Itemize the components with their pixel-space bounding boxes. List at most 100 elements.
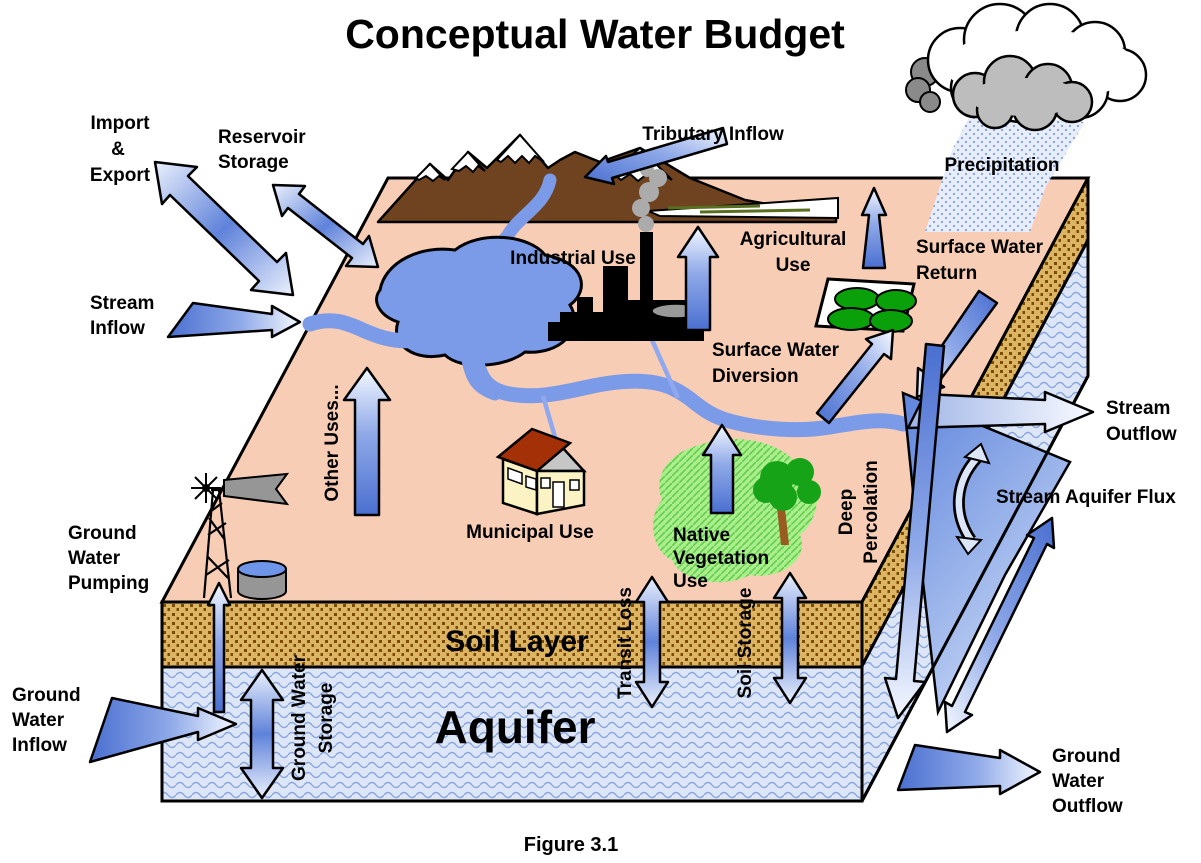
svg-text:Export: Export [90,165,151,186]
svg-text:Use: Use [776,255,811,276]
factory-chimney [640,232,653,312]
svg-text:Agricultural: Agricultural [740,229,847,250]
svg-text:Storage: Storage [218,152,289,173]
label-transit-loss: Transit Loss [615,587,636,699]
label-surface-water-return: Surface Water Return [916,237,1044,284]
house-roof [495,427,573,473]
house-window [540,477,551,489]
agricultural-field [814,277,917,333]
label-soil-storage: Soil Storage [735,588,756,699]
smoke-puff [638,216,654,232]
fan-vegetation-streaks [667,204,811,214]
factory [548,163,704,341]
snowcap [414,162,446,183]
label-precipitation: Precipitation [944,155,1059,176]
svg-text:Vegetation: Vegetation [673,548,769,569]
svg-text:Outflow: Outflow [1106,424,1177,445]
ground-water-outflow-arrow [896,743,1042,796]
soil-storage-arrow [772,571,808,705]
transit-loss-arrow [634,575,670,709]
house-window [525,474,537,492]
label-soil-layer: Soil Layer [445,625,589,658]
stream-aquifer-flux-arrow [953,442,991,556]
label-stream-inflow: Stream Inflow [90,293,154,339]
smoke-puff [632,199,650,217]
svg-text:Water: Water [68,548,121,569]
svg-text:Deep: Deep [836,489,857,535]
native-vegetation [653,439,821,583]
rainfall [925,112,1085,232]
svg-text:Return: Return [916,263,977,284]
ground-water-inflow-arrow [88,696,238,764]
municipal-supply-line [540,395,560,445]
smoke-puff [649,169,667,187]
tributary-inflow-arrow [583,126,729,186]
dark-cloud-puff [919,91,941,113]
label-surface-water-diversion: Surface Water Diversion [712,340,840,387]
crop-circle [827,307,875,331]
block-right-bottom-edge [860,375,1090,802]
ground-water-storage-arrow [239,668,285,800]
label-aquifer: Aquifer [435,701,596,753]
label-stream-aquifer-flux: Stream Aquifer Flux [996,487,1176,508]
crop-circle [834,287,880,311]
label-deep-percolation: Deep Percolation [836,460,882,563]
svg-text:Inflow: Inflow [90,318,145,339]
label-ground-water-inflow: Ground Water Inflow [12,685,81,756]
windmill-tower [202,488,233,599]
svg-text:Reservoir: Reservoir [218,127,306,148]
crop-circle [875,289,917,313]
svg-text:Import: Import [90,113,150,134]
deep-percolation-arrow [883,342,946,720]
label-ground-water-storage: Ground Water Storage [289,654,337,781]
label-ground-water-outflow: Ground Water Outflow [1052,746,1123,817]
svg-text:Ground Water: Ground Water [289,654,310,781]
surface-water-diversion-arrow [815,328,895,425]
label-stream-outflow: Stream Outflow [1106,398,1177,445]
svg-text:Ground: Ground [1052,746,1121,767]
svg-text:Stream: Stream [90,293,154,314]
crop-circle [869,309,913,333]
svg-text:Ground: Ground [68,523,137,544]
surface-water [302,173,911,445]
svg-text:&: & [111,139,125,160]
other-uses-arrow [342,366,392,517]
label-ground-water-pumping: Ground Water Pumping [68,523,149,594]
windmill-vane [223,472,290,506]
svg-text:Water: Water [12,710,65,731]
snowcap [495,133,545,165]
windmill-rotor [191,473,221,503]
page-title: Conceptual Water Budget [345,11,845,57]
label-import-export: Import & Export [90,113,151,186]
water-tank-top [237,560,287,578]
svg-text:Inflow: Inflow [12,735,67,756]
house-window [507,466,523,486]
import-export-arrow [153,160,295,297]
house-door [552,481,565,508]
municipal-house [495,427,587,516]
label-reservoir-storage: Reservoir Storage [218,127,306,173]
svg-text:Surface Water: Surface Water [916,237,1044,258]
svg-text:Pumping: Pumping [68,573,149,594]
label-industrial-use: Industrial Use [510,248,636,269]
smoke-puff [639,182,659,202]
industrial-supply-line [649,339,681,399]
windmill-and-tank [191,472,290,600]
reservoir-storage-arrow [271,183,380,269]
house-window [569,479,580,491]
svg-text:Use: Use [673,571,708,592]
storm-cloud [905,2,1148,132]
agricultural-evap-arrow [860,186,888,270]
label-tributary-inflow: Tributary Inflow [642,124,784,145]
label-agricultural-use: Agricultural Use [740,229,847,276]
figure-caption: Figure 3.1 [524,834,618,856]
svg-text:Percolation: Percolation [861,460,882,563]
svg-text:Native: Native [673,525,730,546]
stream-inflow-arrow [166,301,302,339]
gray-cloud-body [969,78,1081,116]
main-river [302,313,911,438]
svg-text:Surface Water: Surface Water [712,340,840,361]
tree-canopy [753,458,821,511]
